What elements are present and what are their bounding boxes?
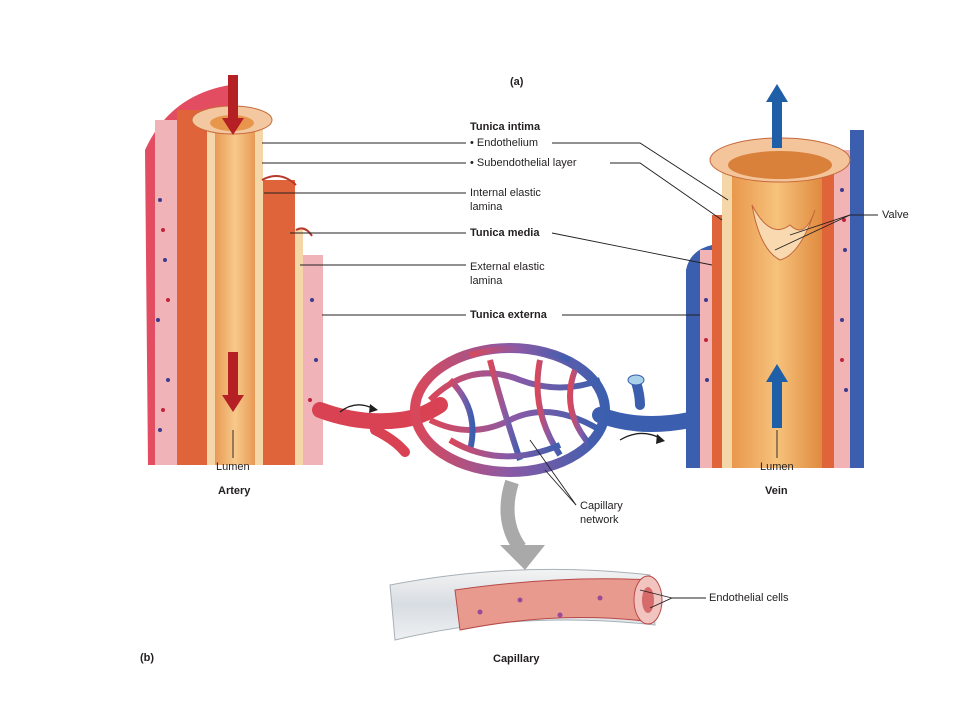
label-capillary-network-line1: Capillary xyxy=(580,500,623,512)
label-vein: Vein xyxy=(765,485,788,497)
label-valve: Valve xyxy=(882,209,909,221)
capillary-detail-drawing xyxy=(389,568,663,641)
leader-lines xyxy=(232,142,878,609)
label-lumen-vein: Lumen xyxy=(760,461,794,473)
panel-label-a: (a) xyxy=(510,76,524,88)
label-internal-elastic-lamina-line1: Internal elastic xyxy=(470,187,541,199)
label-endothelial-cells: Endothelial cells xyxy=(709,592,789,604)
label-internal-elastic-lamina-line2: lamina xyxy=(470,201,503,213)
capillary-network-drawing xyxy=(312,343,698,477)
vein-flow-arrow-bottom xyxy=(766,364,788,428)
zoom-arrow xyxy=(500,479,545,570)
label-tunica-media: Tunica media xyxy=(470,227,540,239)
label-subendothelial-layer: • Subendothelial layer xyxy=(470,157,577,169)
artery-flow-arrow-top xyxy=(222,75,244,135)
panel-label-b: (b) xyxy=(140,652,155,664)
label-capillary-network-line2: network xyxy=(580,514,619,526)
label-endothelium: • Endothelium xyxy=(470,137,539,149)
artery-flow-arrow-bottom xyxy=(222,352,244,412)
label-tunica-intima: Tunica intima xyxy=(470,121,541,133)
artery-drawing xyxy=(145,85,323,465)
label-external-elastic-lamina-line2: lamina xyxy=(470,275,503,287)
label-external-elastic-lamina-line1: External elastic xyxy=(470,261,545,273)
label-lumen-artery: Lumen xyxy=(216,461,250,473)
vein-drawing xyxy=(686,130,864,468)
vein-flow-arrow-top xyxy=(766,84,788,148)
label-capillary: Capillary xyxy=(493,653,540,665)
label-artery: Artery xyxy=(218,485,251,497)
label-tunica-externa: Tunica externa xyxy=(470,309,547,321)
